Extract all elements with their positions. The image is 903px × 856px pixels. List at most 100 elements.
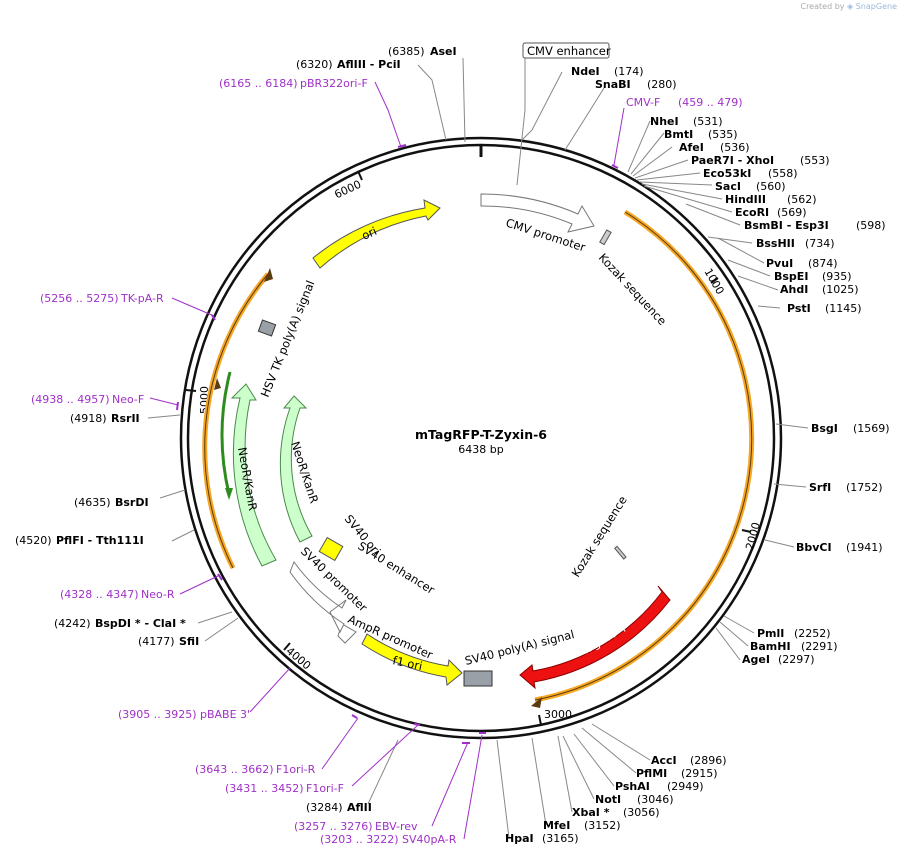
primer-labels: (6165 .. 6184) pBR322ori-F CMV-F (459 ..… xyxy=(31,77,743,846)
enzyme-pos-rsrii: (4918) xyxy=(70,412,107,425)
enzymes-left: (6385) AseI (6320) AflIII - PciI (4918) … xyxy=(15,45,457,814)
enzyme-site-bbvci: BbvCI xyxy=(796,541,832,554)
enzyme-site-bsmbi-esp3i: BsmBI - Esp3I xyxy=(744,219,829,232)
primer-name-f1ori-r: F1ori-R xyxy=(276,763,316,776)
enzyme-pos-bsshii: (734) xyxy=(805,237,835,250)
enzyme-pos-nhei: (531) xyxy=(693,115,723,128)
enzyme-pos-bsgi: (1569) xyxy=(853,422,890,435)
enzyme-pos-bspei: (935) xyxy=(822,270,852,283)
primer-range-pbabe3: (3905 .. 3925) xyxy=(118,708,197,721)
enzyme-pos-agei: (2297) xyxy=(778,653,815,666)
enzyme-pos-bmti: (535) xyxy=(708,128,738,141)
enzyme-site-srfi: SrfI xyxy=(809,481,831,494)
enzyme-site-eco53ki: Eco53kI xyxy=(703,167,751,180)
label-cmv-enhancer: CMV enhancer xyxy=(527,44,611,58)
enzyme-pos-pmli: (2252) xyxy=(794,627,831,640)
enzyme-pos-ahdi: (1025) xyxy=(822,283,859,296)
label-hsv-tk-polya: HSV TK poly(A) signal xyxy=(258,278,318,399)
plasmid-name: mTagRFP-T-Zyxin-6 xyxy=(415,427,547,442)
label-kozak-2: Kozak sequence xyxy=(569,493,630,579)
tick-6000: 6000 xyxy=(332,178,363,202)
orf-tagrfp-zyxin-core xyxy=(534,211,753,701)
label-ori: ori xyxy=(360,224,379,243)
primer-range-ebv-rev: (3257 .. 3276) xyxy=(294,820,373,833)
snapgene-logo-icon: ◈ xyxy=(847,2,854,11)
label-sv40-enhancer: SV40 enhancer xyxy=(355,539,437,597)
enzyme-pos-asei: (6385) xyxy=(388,45,425,58)
primer-name-pbr322ori-f: pBR322ori-F xyxy=(300,77,368,90)
enzyme-site-bmti: BmtI xyxy=(664,128,693,141)
enzyme-site-ecori: EcoRI xyxy=(735,206,769,219)
enzyme-site-bspei: BspEI xyxy=(774,270,808,283)
enzyme-pos-mfei: (3152) xyxy=(584,819,621,832)
primer-name-neo-r: Neo-R xyxy=(141,588,175,601)
enzyme-pos-ecori: (569) xyxy=(777,206,807,219)
enzyme-pos-bsmbi-esp3i: (598) xyxy=(856,219,886,232)
enzyme-site-agei: AgeI xyxy=(742,653,770,666)
primer-name-pbabe3: pBABE 3' xyxy=(200,708,250,721)
enzyme-site-snabi: SnaBI xyxy=(595,78,631,91)
feature-cmv-promoter xyxy=(480,193,595,233)
primer-range-pbr322ori-f: (6165 .. 6184) xyxy=(219,77,298,90)
enzyme-pos-acci: (2896) xyxy=(690,754,727,767)
enzyme-site-nhei: NheI xyxy=(650,115,679,128)
enzyme-site-bspdi-clai: BspDI * - ClaI * xyxy=(95,617,186,630)
feature-tagrfp xyxy=(519,585,671,690)
enzyme-pos-ndei: (174) xyxy=(614,65,644,78)
enzyme-site-pflfi-tth111i: PflFI - Tth111I xyxy=(56,534,144,547)
primer-range-f1ori-r: (3643 .. 3662) xyxy=(195,763,274,776)
enzyme-site-noti: NotI xyxy=(595,793,621,806)
primer-range-neo-r: (4328 .. 4347) xyxy=(60,588,139,601)
label-kozak-1: Kozak sequence xyxy=(596,250,670,327)
primer-name-cmv-f: CMV-F xyxy=(626,96,660,109)
feature-kozak-2 xyxy=(614,545,627,560)
enzyme-site-bamhi: BamHI xyxy=(750,640,791,653)
enzyme-site-bsgi: BsgI xyxy=(811,422,838,435)
enzyme-pos-afiii: (3284) xyxy=(306,801,343,814)
primer-name-f1ori-f: F1ori-F xyxy=(306,782,344,795)
enzyme-site-rsrii: RsrII xyxy=(111,412,140,425)
primer-range-sv40pa-r: (3203 .. 3222) xyxy=(320,833,399,846)
enzyme-site-asei: AseI xyxy=(430,45,457,58)
primer-range-tk-pa-r: (5256 .. 5275) xyxy=(40,292,119,305)
enzyme-pos-pshai: (2949) xyxy=(667,780,704,793)
leader-lines xyxy=(147,57,809,839)
feature-sv40-promoter xyxy=(289,560,347,634)
primer-range-neo-f: (4938 .. 4957) xyxy=(31,393,110,406)
primer-marks xyxy=(176,144,619,744)
enzyme-pos-pvui: (874) xyxy=(808,257,838,270)
feature-f1-ori xyxy=(361,633,463,686)
primer-leaders xyxy=(149,81,625,840)
enzymes-right: NdeI (174) SnaBI (280) NheI (531) BmtI (… xyxy=(505,65,890,845)
enzyme-site-pshai: PshAI xyxy=(615,780,650,793)
primer-name-sv40pa-r: SV40pA-R xyxy=(402,833,457,846)
enzyme-site-ahdi: AhdI xyxy=(780,283,808,296)
enzyme-site-xbai: XbaI * xyxy=(572,806,610,819)
feature-neokanr-inner xyxy=(279,395,313,543)
enzyme-site-pflmi: PflMI xyxy=(636,767,667,780)
enzyme-site-afliii-pcii: AflIII - PciI xyxy=(337,58,401,71)
primer-name-ebv-rev: EBV-rev xyxy=(375,820,418,833)
enzyme-site-bsrdi: BsrDI xyxy=(115,496,149,509)
feature-sv40-polya xyxy=(463,670,493,687)
primer-name-tk-pa-r: TK-pA-R xyxy=(120,292,164,305)
label-f1-ori: f1 ori xyxy=(391,653,423,673)
primer-range-cmv-f: (459 .. 479) xyxy=(678,96,743,109)
plasmid-size: 6438 bp xyxy=(458,443,503,456)
credit-brand: SnapGene xyxy=(855,2,897,11)
primer-range-f1ori-f: (3431 .. 3452) xyxy=(225,782,304,795)
enzyme-site-hpai: HpaI xyxy=(505,832,534,845)
enzyme-pos-psti: (1145) xyxy=(825,302,862,315)
enzyme-site-saci: SacI xyxy=(715,180,741,193)
enzyme-pos-pflmi: (2915) xyxy=(681,767,718,780)
enzyme-pos-saci: (560) xyxy=(756,180,786,193)
feature-kozak-1 xyxy=(599,229,612,246)
enzyme-pos-srfi: (1752) xyxy=(846,481,883,494)
primer-name-neo-f: Neo-F xyxy=(112,393,144,406)
enzyme-site-mfei: MfeI xyxy=(543,819,570,832)
orf-green xyxy=(220,371,232,495)
enzyme-site-bsshii: BssHII xyxy=(756,237,795,250)
credit-prefix: Created by xyxy=(800,2,845,11)
enzyme-site-pmli: PmlI xyxy=(757,627,784,640)
enzyme-site-sfii: SfiI xyxy=(179,635,199,648)
